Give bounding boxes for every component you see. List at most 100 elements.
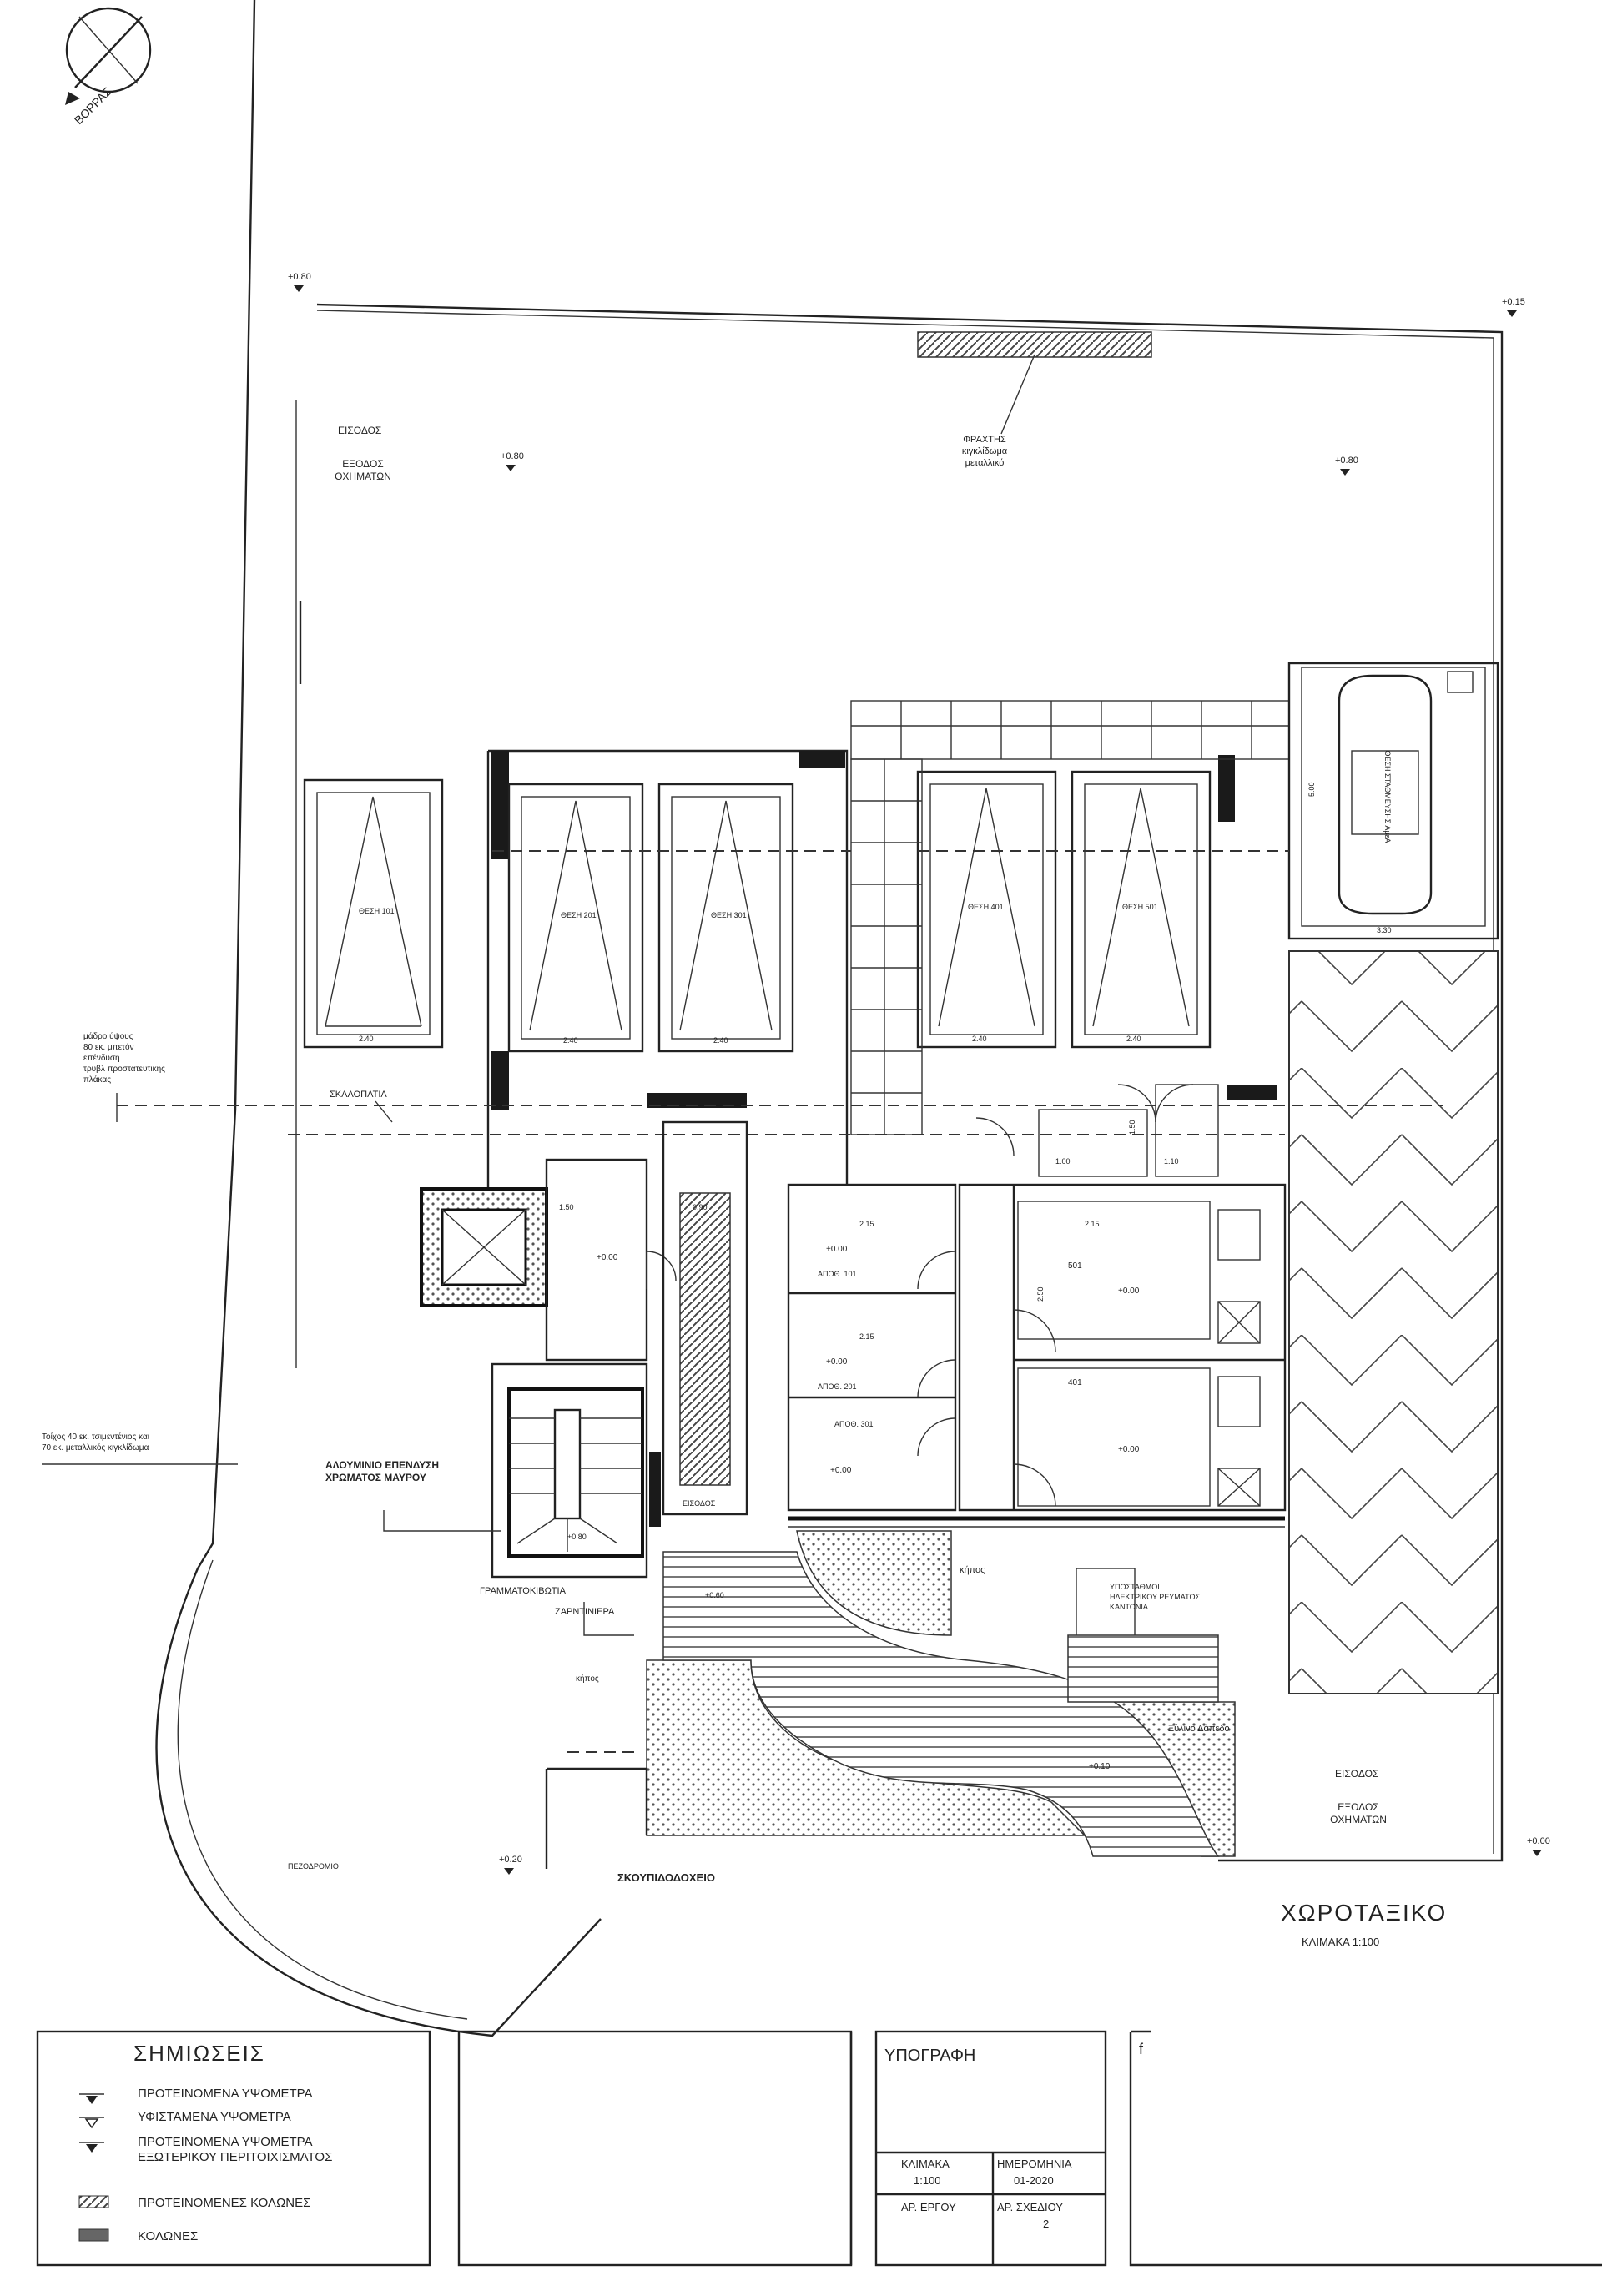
svg-text:ΠΕΖΟΔΡΟΜΙΟ: ΠΕΖΟΔΡΟΜΙΟ bbox=[288, 1862, 339, 1871]
legend-item-proposed-levels: ΠΡΟΤΕΙΝΟΜΕΝΑ ΥΨΟΜΕΤΡΑ bbox=[138, 2087, 313, 2101]
svg-text:2.50: 2.50 bbox=[1036, 1286, 1045, 1302]
svg-text:ΓΡΑΜΜΑΤΟΚΙΒΩΤΙΑ: ΓΡΑΜΜΑΤΟΚΙΒΩΤΙΑ bbox=[480, 1586, 567, 1596]
svg-text:+0.00: +0.00 bbox=[826, 1357, 848, 1367]
svg-text:ΖΑΡΝΤΙΝΙΕΡΑ: ΖΑΡΝΤΙΝΙΕΡΑ bbox=[555, 1607, 615, 1617]
svg-text:ΑΠΟΘ. 101: ΑΠΟΘ. 101 bbox=[818, 1270, 857, 1278]
level-mark-east: +0.80 bbox=[1335, 456, 1358, 476]
svg-text:+0.80: +0.80 bbox=[288, 272, 311, 282]
svg-text:2.15: 2.15 bbox=[859, 1220, 874, 1228]
svg-text:1.50: 1.50 bbox=[1128, 1120, 1136, 1135]
project-number-label: ΑΡ. ΕΡΓΟΥ bbox=[901, 2201, 956, 2213]
svg-text:501: 501 bbox=[1068, 1261, 1082, 1271]
elevator-shaft bbox=[420, 1187, 548, 1307]
entrance-north-label: ΕΙΣΟΔΟΣ bbox=[338, 425, 381, 436]
svg-text:+0.80: +0.80 bbox=[567, 1533, 587, 1541]
level-mark-ne: +0.15 bbox=[1502, 297, 1525, 317]
entrance-south-label: ΕΙΣΟΔΟΣ bbox=[1335, 1768, 1378, 1780]
lobby-hall: +0.00 1.50 bbox=[545, 1158, 677, 1362]
accessible-car-label: ΘΕΣΗ ΣΤΑΘΜΕΥΣΗΣ ΑμεΑ bbox=[1383, 750, 1392, 843]
garden-bed bbox=[796, 1530, 952, 1636]
svg-text:+0.00: +0.00 bbox=[1118, 1286, 1140, 1296]
level-mark-se: +0.00 bbox=[1527, 1836, 1550, 1856]
plan-title: ΧΩΡΟΤΑΞΙΚΟ bbox=[1281, 1900, 1447, 1926]
parking-bay: ΘΕΣΗ 301 2.40 bbox=[657, 783, 794, 1053]
svg-text:ΕΙΣΟΔΟΣ: ΕΙΣΟΔΟΣ bbox=[683, 1499, 716, 1508]
scale-value: 1:100 bbox=[914, 2174, 941, 2187]
svg-text:+0.20: +0.20 bbox=[499, 1855, 522, 1865]
svg-text:3.30: 3.30 bbox=[1377, 926, 1392, 934]
garden-label-left: κήπος bbox=[960, 1565, 985, 1575]
legend-panel: ΣΗΜΙΩΣΕΙΣ ΠΡΟΤΕΙΝΟΜΕΝΑ ΥΨΟΜΕΤΡΑ ΥΦΙΣΤΑΜΕ… bbox=[36, 2030, 853, 2267]
service-doors: 1.00 1.10 1.50 bbox=[975, 1084, 1219, 1177]
sheet-mark: f bbox=[1139, 2041, 1144, 2057]
svg-text:+0.00: +0.00 bbox=[1118, 1445, 1140, 1454]
vehicle-ramp bbox=[1288, 950, 1499, 1694]
date-label: ΗΜΕΡΟΜΗΝΙΑ bbox=[997, 2158, 1072, 2170]
svg-text:2.40: 2.40 bbox=[359, 1035, 374, 1043]
parking-bay: ΘΕΣΗ 501 2.40 bbox=[1071, 770, 1212, 1049]
annotation-mailboxes: ΓΡΑΜΜΑΤΟΚΙΒΩΤΙΑ bbox=[480, 1586, 634, 1636]
svg-text:+0.10: +0.10 bbox=[1089, 1762, 1111, 1771]
svg-text:2.15: 2.15 bbox=[859, 1332, 874, 1341]
svg-text:1.50: 1.50 bbox=[559, 1203, 574, 1211]
svg-text:+0.00: +0.00 bbox=[826, 1245, 848, 1254]
parking-bay: ΘΕΣΗ 101 2.40 bbox=[303, 778, 444, 1049]
wooden-walkway bbox=[662, 1551, 1220, 1857]
accessible-parking-space: ΘΕΣΗ ΣΤΑΘΜΕΥΣΗΣ ΑμεΑ 3.30 5.00 bbox=[1287, 662, 1499, 940]
svg-text:ΘΕΣΗ 301: ΘΕΣΗ 301 bbox=[711, 911, 747, 919]
svg-text:+0.00: +0.00 bbox=[1527, 1836, 1550, 1846]
north-arrow-label: ΒΟΡΡΑΣ bbox=[72, 84, 114, 127]
svg-text:κήπος: κήπος bbox=[576, 1674, 599, 1684]
apartment-units: 501 +0.00 401 +0.00 2.15 2.50 bbox=[958, 1183, 1287, 1512]
legend-item-columns: ΚΟΛΩΝΕΣ bbox=[138, 2229, 198, 2243]
legend-title: ΣΗΜΙΩΣΕΙΣ bbox=[134, 2041, 265, 2066]
svg-text:ΘΕΣΗ 101: ΘΕΣΗ 101 bbox=[359, 907, 395, 915]
north-arrow: ΒΟΡΡΑΣ bbox=[65, 7, 152, 127]
paving-grid bbox=[850, 700, 1290, 1135]
svg-text:ΘΕΣΗ 501: ΘΕΣΗ 501 bbox=[1122, 903, 1158, 911]
legend-item-proposed-columns: ΠΡΟΤΕΙΝΟΜΕΝΕΣ ΚΟΛΩΝΕΣ bbox=[138, 2196, 310, 2210]
signature-label: ΥΠΟΓΡΑΦΗ bbox=[884, 2047, 975, 2065]
svg-text:2.40: 2.40 bbox=[713, 1036, 728, 1045]
svg-text:5.00: 5.00 bbox=[1307, 782, 1316, 797]
svg-text:2.15: 2.15 bbox=[1085, 1220, 1100, 1228]
title-block: ΥΠΟΓΡΑΦΗ ΚΛΙΜΑΚΑ 1:100 ΗΜΕΡΟΜΗΝΙΑ 01-202… bbox=[874, 2030, 1602, 2267]
svg-text:Ξύλινο Δάπεδο: Ξύλινο Δάπεδο bbox=[1168, 1724, 1230, 1734]
parking-bay: ΘΕΣΗ 201 2.40 bbox=[507, 783, 644, 1053]
parking-bay: ΘΕΣΗ 401 2.40 bbox=[916, 770, 1057, 1049]
plan-scale: ΚΛΙΜΑΚΑ 1:100 bbox=[1302, 1936, 1379, 1948]
svg-text:+0.60: +0.60 bbox=[705, 1591, 724, 1599]
staircase: +0.80 bbox=[491, 1362, 661, 1578]
scale-label: ΚΛΙΜΑΚΑ bbox=[901, 2158, 950, 2170]
svg-text:ΘΕΣΗ 401: ΘΕΣΗ 401 bbox=[968, 903, 1004, 911]
svg-text:+0.80: +0.80 bbox=[1335, 456, 1358, 466]
planter-column: 0.90 ΕΙΣΟΔΟΣ bbox=[662, 1120, 748, 1516]
storage-units: 2.15 +0.00 ΑΠΟΘ. 101 2.15 +0.00 ΑΠΟΘ. 20… bbox=[787, 1183, 957, 1512]
svg-text:401: 401 bbox=[1068, 1378, 1082, 1387]
level-mark-sw-gate: +0.20 bbox=[499, 1855, 522, 1875]
svg-text:ΑΠΟΘ. 201: ΑΠΟΘ. 201 bbox=[818, 1382, 857, 1391]
site-boundary bbox=[155, 0, 1504, 2037]
svg-text:1.10: 1.10 bbox=[1164, 1157, 1179, 1166]
svg-text:1.00: 1.00 bbox=[1055, 1157, 1071, 1166]
level-mark-entrance: +0.80 bbox=[501, 451, 524, 471]
date-value: 01-2020 bbox=[1014, 2174, 1054, 2187]
fence-railing bbox=[917, 331, 1152, 358]
svg-text:ΣΚΟΥΠΙΔΟΔΟΧΕΙΟ: ΣΚΟΥΠΙΔΟΔΟΧΕΙΟ bbox=[617, 1871, 715, 1884]
level-mark-nw: +0.80 bbox=[288, 272, 311, 292]
svg-text:0.90: 0.90 bbox=[693, 1203, 708, 1211]
svg-text:ΑΠΟΘ. 301: ΑΠΟΘ. 301 bbox=[834, 1420, 874, 1428]
svg-text:+0.15: +0.15 bbox=[1502, 297, 1525, 307]
svg-text:2.40: 2.40 bbox=[1126, 1035, 1141, 1043]
